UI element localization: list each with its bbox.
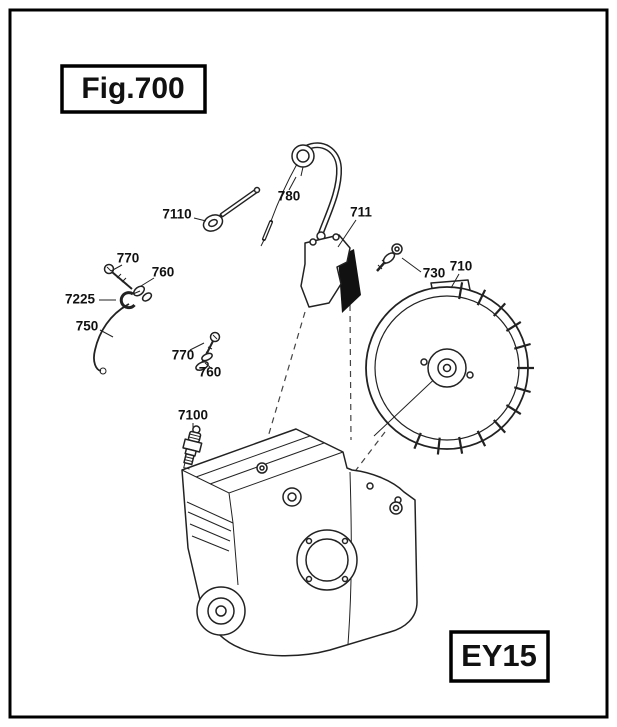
part-label-760b: 760: [199, 365, 222, 380]
flywheel-drawing: [365, 279, 534, 455]
case-bolt-1: [366, 482, 374, 490]
plug-insulator-ribs: [188, 433, 201, 441]
crankcase-edge: [232, 522, 239, 586]
cylinder-fin-1: [187, 511, 232, 532]
stop-wire: [93, 303, 130, 372]
ht-cable-core: [304, 143, 341, 235]
lead-terminal-tip: [260, 239, 265, 247]
head-fin-2: [209, 442, 325, 485]
leader-750: [99, 329, 114, 338]
figure-title-frame: [60, 64, 207, 114]
plug-cap-inner: [296, 149, 310, 163]
spark-plug-drawing: [182, 425, 203, 470]
part-label-730: 730: [423, 266, 446, 281]
coil-bolt-hole-2: [332, 233, 340, 241]
plug-electrode: [183, 462, 190, 470]
flywheel-hole-1: [420, 358, 428, 366]
rod-tip: [253, 186, 261, 194]
flywheel-axis-line: [373, 370, 444, 437]
part-label-780: 780: [278, 189, 301, 204]
screw-set-1-drawing: [103, 263, 153, 302]
model-code-box: EY15: [449, 630, 550, 683]
part-label-770a: 770: [117, 251, 140, 266]
screw1-slot: [106, 266, 112, 272]
coil-bolt-hole-1: [309, 238, 317, 246]
washer2-outer: [201, 352, 213, 362]
engine-cap-inner: [287, 492, 297, 502]
clamp-tab: [132, 290, 141, 295]
coil-core-lamination: [338, 249, 361, 313]
model-code: EY15: [461, 638, 537, 673]
leader-780: [288, 176, 297, 191]
screw-set-2-drawing: [195, 331, 221, 371]
leader-770b: [189, 342, 205, 351]
leader-770a: [110, 264, 123, 272]
clamp-wire-drawing: [93, 290, 141, 375]
bolt-drawing: [376, 243, 403, 272]
page-border: [8, 8, 609, 719]
crank-end-hub: [215, 605, 227, 617]
plug-thread-lines: [184, 456, 194, 463]
flywheel-hole-2: [466, 371, 474, 379]
stop-wire-eyelet: [99, 367, 107, 375]
clamp-ring: [119, 291, 136, 310]
flange-inner: [305, 538, 349, 582]
model-code-frame: [449, 630, 550, 683]
bolt-head-socket: [394, 246, 400, 252]
washer1-spring: [141, 292, 153, 302]
cylinder-fin-3: [191, 535, 230, 552]
part-label-7100: 7100: [178, 408, 208, 423]
leader-710: [450, 273, 460, 289]
plug-cap-wire-drawing: [260, 142, 343, 247]
boot-inner: [208, 218, 218, 228]
figure-title-box: Fig.700: [60, 64, 207, 114]
tank-port-inner: [392, 504, 400, 512]
leader-711: [337, 219, 357, 248]
lead-terminal-core: [263, 221, 272, 240]
ignition-coil-drawing: [300, 233, 361, 313]
part-label-710: 710: [450, 259, 473, 274]
flange-bolt-2: [305, 537, 313, 545]
leader-7110: [193, 217, 207, 222]
screw1-threads: [116, 273, 127, 283]
guide-line-coil: [267, 311, 306, 438]
part-label-7110: 7110: [162, 207, 191, 222]
plug-thread: [183, 453, 195, 466]
part-label-770b: 770: [172, 348, 195, 363]
part-labels: 780 7110 711 730 710 770 760 7225 750 77…: [65, 189, 472, 423]
head-fin-1: [195, 435, 311, 478]
figure-title: Fig.700: [81, 72, 184, 105]
head-nut-inner: [259, 465, 265, 471]
engine-block-drawing: [181, 428, 418, 657]
rod-core: [221, 190, 257, 216]
flange-bolt-4: [341, 575, 349, 583]
flywheel-fins: [413, 282, 534, 455]
plug-cap-stem: [300, 166, 304, 177]
flange-bolt-3: [305, 575, 313, 583]
screw1-shank: [111, 271, 133, 290]
part-label-750: 750: [76, 319, 99, 334]
boot-rod-drawing: [202, 186, 261, 232]
part-label-760a: 760: [152, 265, 175, 280]
screw2-slot: [212, 334, 218, 340]
flywheel-hub-bore: [442, 363, 452, 373]
leader-760b: [204, 362, 211, 368]
leader-730: [401, 257, 422, 273]
part-label-7225: 7225: [65, 292, 96, 307]
leader-lines: [99, 176, 460, 430]
coil-body: [300, 234, 351, 308]
guide-line-coil-right: [349, 304, 352, 441]
washer2-spring: [195, 361, 209, 371]
cylinder-fin-2: [189, 523, 231, 542]
flange-bolt-1: [341, 537, 349, 545]
part-label-711: 711: [350, 205, 372, 220]
stop-lead-wire: [270, 163, 298, 222]
leader-760a: [140, 277, 155, 287]
